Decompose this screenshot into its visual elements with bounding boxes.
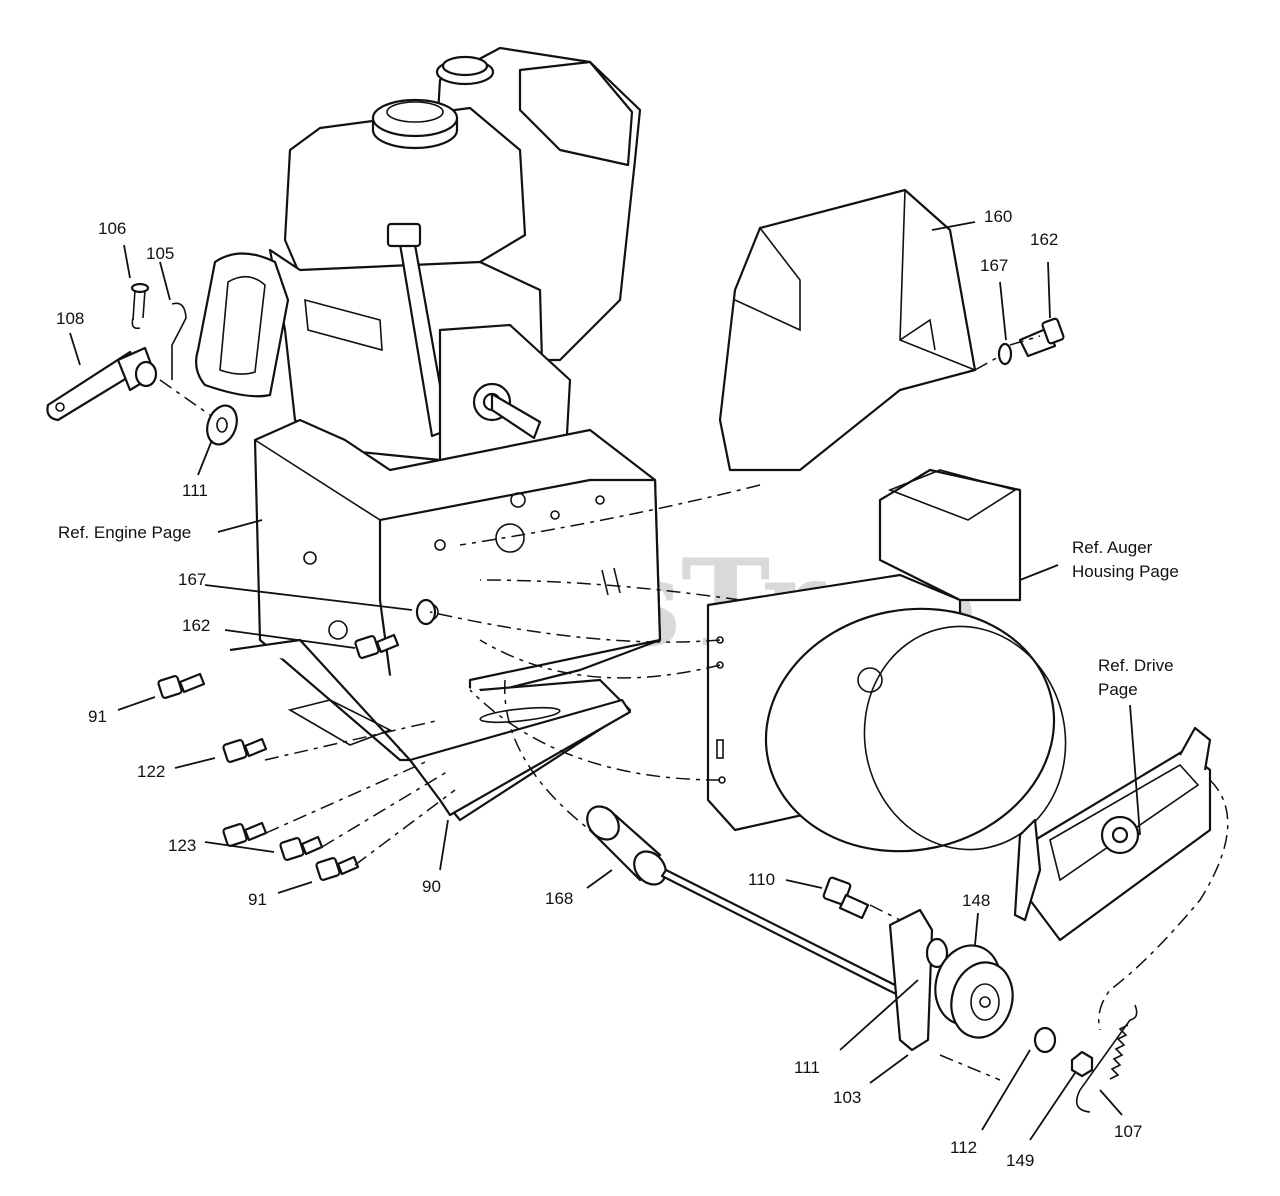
callout-108: 108 <box>56 309 84 328</box>
callout-160: 160 <box>984 207 1012 226</box>
part-122-bolt <box>222 737 268 763</box>
callout-167-left: 167 <box>178 570 206 589</box>
part-160 <box>718 188 977 472</box>
part-167-washer-left <box>415 598 437 626</box>
part-105 <box>171 302 187 380</box>
part-106 <box>130 282 150 330</box>
part-168 <box>586 805 667 886</box>
callout-91-top: 91 <box>88 707 107 726</box>
ref-drive-line2: Page <box>1098 680 1138 699</box>
part-111-washer-b <box>925 937 949 969</box>
ref-auger-line1: Ref. Auger <box>1072 538 1153 557</box>
part-111-washer <box>206 404 238 446</box>
part-91-bolt-b <box>279 835 324 861</box>
part-123-bolt <box>222 821 268 847</box>
callout-112: 112 <box>950 1138 977 1157</box>
ref-auger-line2: Housing Page <box>1072 562 1179 581</box>
auger-housing <box>706 468 1067 853</box>
frame <box>229 418 662 822</box>
part-91-bolt-c <box>315 855 360 881</box>
part-108 <box>46 346 158 422</box>
ref-engine-page: Ref. Engine Page <box>58 523 191 542</box>
part-162-bolt-left <box>354 633 400 659</box>
callout-103: 103 <box>833 1088 861 1107</box>
callout-90: 90 <box>422 877 441 896</box>
callout-162-left: 162 <box>182 616 210 635</box>
callout-105: 105 <box>146 244 174 263</box>
part-149 <box>1070 1050 1094 1078</box>
part-107 <box>1075 1004 1138 1113</box>
part-148 <box>934 944 1014 1039</box>
callout-91-bottom: 91 <box>248 890 267 909</box>
callout-111-bottom: 111 <box>794 1058 820 1077</box>
callout-149: 149 <box>1006 1151 1034 1170</box>
callout-168: 168 <box>545 889 573 908</box>
callout-162-right: 162 <box>1030 230 1058 249</box>
part-167-washer <box>997 342 1013 366</box>
callout-111-top: 111 <box>182 481 208 500</box>
callout-122: 122 <box>137 762 165 781</box>
callout-123: 123 <box>168 836 196 855</box>
ref-drive-line1: Ref. Drive <box>1098 656 1174 675</box>
callout-167-right: 167 <box>980 256 1008 275</box>
idler-rod <box>660 868 907 998</box>
part-162-bolt <box>1018 317 1065 358</box>
part-112 <box>1033 1026 1057 1054</box>
callout-107: 107 <box>1114 1122 1142 1141</box>
part-103 <box>888 908 934 1052</box>
part-91-bolt-a <box>157 672 206 699</box>
callout-106: 106 <box>98 219 126 238</box>
callout-110: 110 <box>748 870 775 889</box>
callout-148: 148 <box>962 891 990 910</box>
part-110 <box>822 876 870 920</box>
